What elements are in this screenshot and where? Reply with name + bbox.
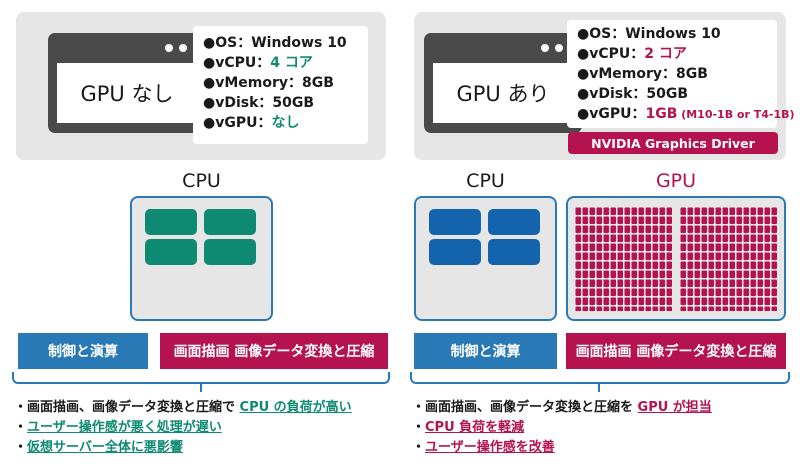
right-spec-os: ●OS：Windows 10	[577, 26, 721, 42]
left-spec-vgpu: ●vGPU：なし	[203, 115, 300, 131]
left-bracket	[12, 372, 390, 384]
left-cpu-chip	[130, 196, 273, 321]
right-gpu-chip	[566, 196, 786, 321]
left-spec-vmemory: ●vMemory：8GB	[203, 75, 334, 91]
left-window-icon: GPU なし	[48, 33, 206, 133]
right-cpu-title: CPU	[466, 170, 505, 192]
right-window-label: GPU あり	[433, 63, 573, 123]
left-spec-vdisk: ●vDisk：50GB	[203, 95, 315, 111]
left-graphics-label: 画面描画 画像データ変換と圧縮	[160, 333, 388, 369]
left-notes: ・画面描画、画像データ変換と圧縮で CPU の負荷が高い ・ユーザー操作感が悪く…	[14, 398, 352, 458]
right-spec-vdisk: ●vDisk：50GB	[577, 86, 689, 102]
gpu-core-block	[574, 206, 672, 311]
right-bracket-stem	[598, 384, 600, 392]
cpu-core	[145, 209, 197, 235]
left-window-label: GPU なし	[57, 63, 197, 123]
left-spec-os: ●OS：Windows 10	[203, 35, 347, 51]
left-note-3: ・仮想サーバー全体に悪影響	[14, 440, 183, 455]
cpu-core	[488, 209, 540, 235]
right-gpu-title: GPU	[655, 170, 697, 192]
cpu-core	[429, 209, 481, 235]
left-cpu-title: CPU	[182, 170, 221, 192]
window-dot-icon	[555, 44, 563, 52]
left-note-2: ・ユーザー操作感が悪く処理が遅い	[14, 420, 222, 435]
gpu-core-block	[680, 206, 778, 311]
right-bracket	[410, 372, 790, 384]
right-window-icon: GPU あり	[424, 33, 582, 133]
window-dot-icon	[541, 44, 549, 52]
right-spec-vcpu: ●vCPU：2 コア	[577, 46, 687, 62]
right-control-label: 制御と演算	[414, 333, 557, 369]
cpu-core	[145, 239, 197, 265]
window-dot-icon	[165, 44, 173, 52]
window-dot-icon	[179, 44, 187, 52]
right-graphics-label: 画面描画 画像データ変換と圧縮	[566, 333, 786, 369]
right-note-1: ・画面描画、画像データ変換と圧縮を GPU が担当	[412, 400, 712, 415]
right-spec-vgpu: ●vGPU：1GB (M10-1B or T4-1B)	[577, 106, 795, 122]
gpu-core-grid	[574, 206, 778, 311]
right-notes: ・画面描画、画像データ変換と圧縮を GPU が担当 ・CPU 負荷を軽減 ・ユー…	[412, 398, 712, 458]
right-cpu-chip	[414, 196, 557, 321]
cpu-core	[488, 239, 540, 265]
cpu-core	[429, 239, 481, 265]
right-note-3: ・ユーザー操作感を改善	[412, 440, 555, 455]
right-spec-vmemory: ●vMemory：8GB	[577, 66, 708, 82]
cpu-core	[204, 209, 256, 235]
right-note-2: ・CPU 負荷を軽減	[412, 420, 525, 435]
left-control-label: 制御と演算	[18, 333, 148, 369]
left-spec-vcpu: ●vCPU：4 コア	[203, 55, 313, 71]
nvidia-driver-badge: NVIDIA Graphics Driver	[568, 132, 778, 154]
right-spec-box: ●OS：Windows 10 ●vCPU：2 コア ●vMemory：8GB ●…	[567, 20, 795, 128]
left-note-1: ・画面描画、画像データ変換と圧縮で CPU の負荷が高い	[14, 400, 352, 415]
left-bracket-stem	[200, 384, 202, 392]
cpu-core	[204, 239, 256, 265]
left-spec-box: ●OS：Windows 10 ●vCPU：4 コア ●vMemory：8GB ●…	[193, 26, 368, 144]
